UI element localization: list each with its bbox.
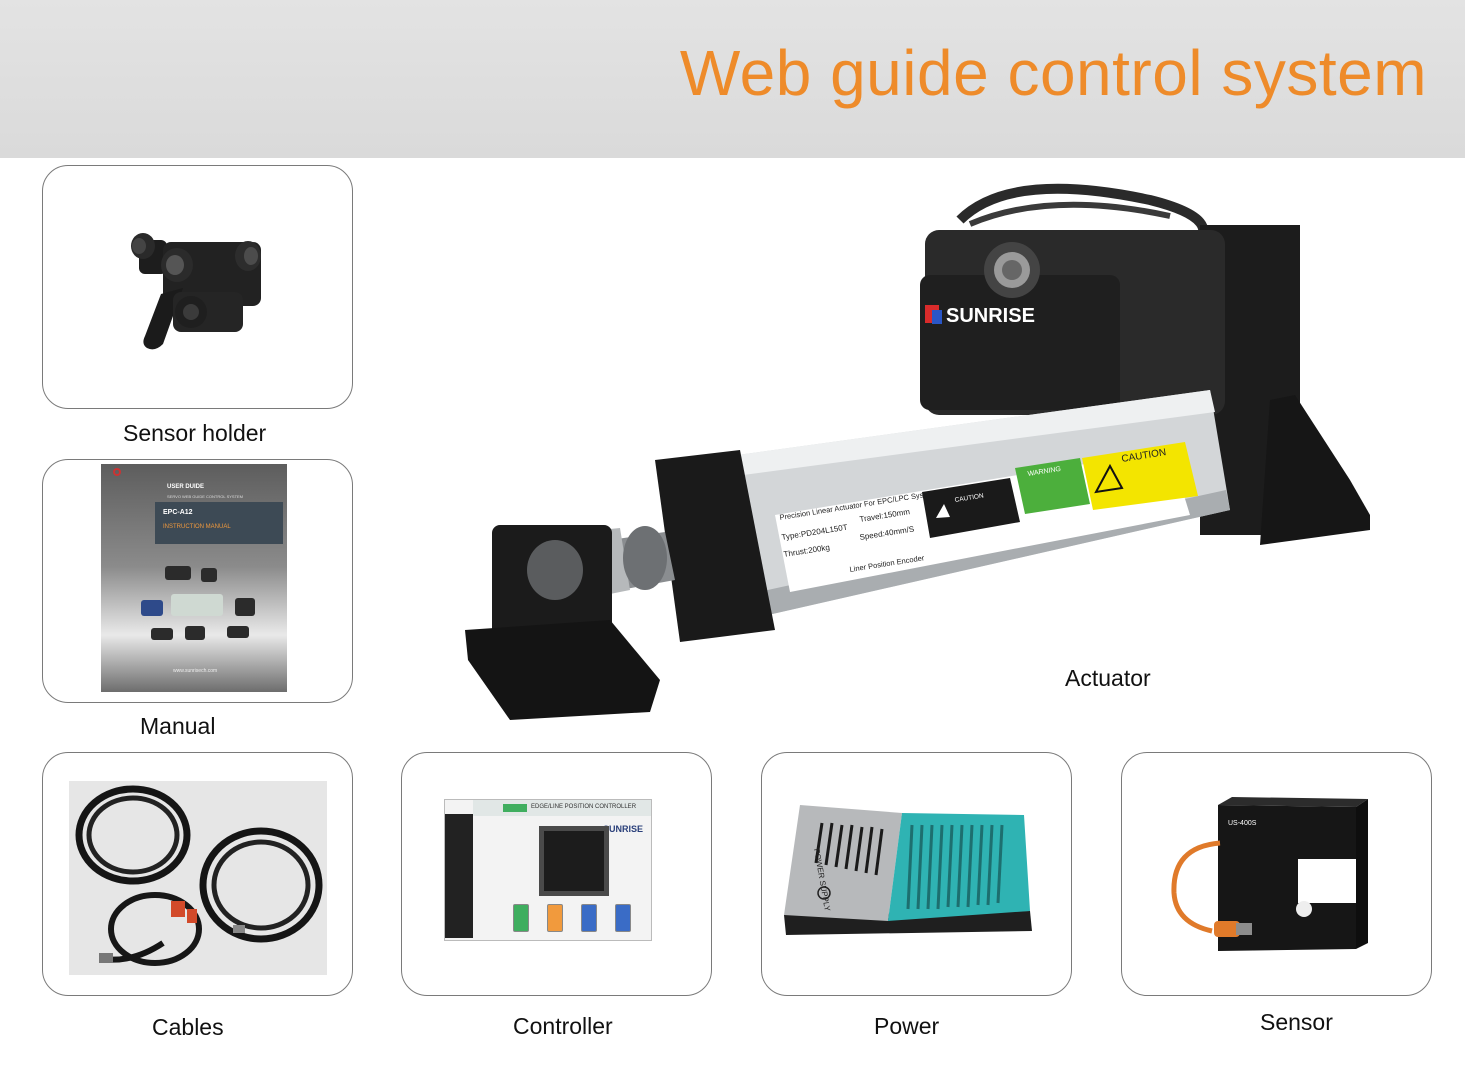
controller-key: [547, 904, 563, 932]
actuator-image[interactable]: SUNRISE Precision Linear Actuator For EP…: [450, 180, 1390, 720]
controller-brand: SUNRISE: [602, 824, 643, 834]
sunrise-logo-icon: [925, 305, 942, 324]
manual-device-image: [235, 598, 255, 616]
controller-key: [615, 904, 631, 932]
manual-card[interactable]: USER DUIDE SERVO WEB GUIDE CONTROL SYSTE…: [42, 459, 353, 703]
manual-device-image: [165, 566, 191, 580]
hazard-icon: [936, 504, 950, 518]
manual-device-image: [201, 568, 217, 582]
controller-image: EDGE/LINE POSITION CONTROLLER SUNRISE: [444, 799, 652, 941]
sensor-holder-image: [131, 233, 261, 350]
manual-model: EPC-A12: [163, 509, 193, 516]
controller-side-panel: [445, 814, 473, 938]
cables-label: Cables: [152, 1014, 224, 1040]
manual-title-band: [155, 502, 283, 544]
manual-logo-icon: [113, 468, 121, 476]
manual-doc-type: INSTRUCTION MANUAL: [163, 524, 231, 530]
manual-heading: USER DUIDE: [167, 484, 205, 490]
actuator-brand: SUNRISE: [946, 305, 1035, 327]
manual-device-image: [141, 600, 163, 616]
manual-cover-image: USER DUIDE SERVO WEB GUIDE CONTROL SYSTE…: [101, 464, 287, 692]
page-title: Web guide control system: [679, 37, 1427, 109]
actuator-label: Actuator: [1065, 665, 1151, 691]
sensor-image: US-400S: [1171, 797, 1368, 951]
controller-label: Controller: [513, 1013, 613, 1039]
controller-key: [513, 904, 529, 932]
sensor-model: US-400S: [1228, 820, 1257, 827]
sensor-label: Sensor: [1260, 1009, 1333, 1035]
controller-tag: [503, 804, 527, 812]
manual-subheading: SERVO WEB GUIDE CONTROL SYSTEM: [167, 494, 244, 499]
sensor-holder-label: Sensor holder: [123, 420, 267, 446]
controller-top-text: EDGE/LINE POSITION CONTROLLER: [531, 804, 637, 810]
manual-device-image: [227, 626, 249, 638]
manual-device-image: [151, 628, 173, 640]
manual-url: www.sunrisech.com: [173, 668, 218, 674]
manual-label: Manual: [140, 713, 216, 739]
controller-screen: [539, 826, 609, 896]
controller-card[interactable]: EDGE/LINE POSITION CONTROLLER SUNRISE: [401, 752, 712, 996]
controller-key: [581, 904, 597, 932]
sensor-card[interactable]: US-400S: [1121, 752, 1432, 996]
sensor-holder-card[interactable]: [42, 165, 353, 409]
actuator-plate-caution-small: CAUTION: [954, 492, 984, 504]
manual-device-image: [185, 626, 205, 640]
manual-device-image: [171, 594, 223, 616]
header-banner: Web guide control system: [0, 0, 1465, 158]
cables-image: [75, 785, 323, 966]
power-label: Power: [874, 1013, 940, 1039]
cables-card[interactable]: [42, 752, 353, 996]
electric-hazard-icon: [1094, 463, 1124, 494]
power-supply-image: POWER SUPPLY: [784, 805, 1032, 935]
power-card[interactable]: POWER SUPPLY: [761, 752, 1072, 996]
